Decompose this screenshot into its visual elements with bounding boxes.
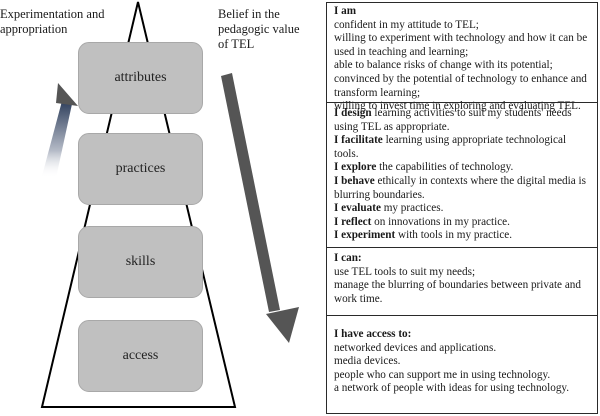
list-item: networked devices and applications. xyxy=(334,341,497,354)
level-box-practices: practices xyxy=(78,133,203,205)
list-item: I experiment with tools in my practice. xyxy=(334,229,513,242)
list-item: I behave ethically in contexts where the… xyxy=(334,174,586,187)
level-box-skills: skills xyxy=(78,226,203,298)
panel-section-access: I have access to: networked devices and … xyxy=(327,315,597,413)
list-item: confident in my attitude to TEL; xyxy=(334,18,479,31)
list-item-cont: using TEL as appropriate. xyxy=(334,120,450,133)
panel-section-skills: I can: use TEL tools to suit my needs; m… xyxy=(327,247,597,315)
level-box-attributes: attributes xyxy=(78,42,203,114)
down-arrow-icon xyxy=(221,73,299,343)
section-heading: I am xyxy=(334,5,357,17)
panel-section-attributes: I am confident in my attitude to TEL; wi… xyxy=(327,3,597,112)
description-panel: I am confident in my attitude to TEL; wi… xyxy=(326,2,598,414)
list-item: work time. xyxy=(334,292,383,305)
level-label-skills: skills xyxy=(125,254,156,269)
list-item: willing to experiment with technology an… xyxy=(334,32,588,45)
list-item: a network of people with ideas for using… xyxy=(334,382,570,395)
list-item: people who can support me in using techn… xyxy=(334,368,551,381)
experimentation-label: Experimentation and appropriation xyxy=(0,7,105,36)
section-heading: I can: xyxy=(334,252,362,264)
level-label-access: access xyxy=(122,348,159,363)
panel-section-practices: I design learning activities to suit my … xyxy=(327,102,597,247)
list-item: I design learning activities to suit my … xyxy=(334,107,572,119)
list-item: able to balance risks of change with its… xyxy=(334,59,553,72)
list-item: willing to invest time in exploring and … xyxy=(334,100,581,113)
list-item: media devices. xyxy=(334,355,401,368)
list-item: I reflect on innovations in my practice. xyxy=(334,215,510,228)
list-item: I explore the capabilities of technology… xyxy=(334,161,514,174)
list-item: I facilitate learning using appropriate … xyxy=(334,134,567,147)
level-label-attributes: attributes xyxy=(114,70,167,85)
list-item: convinced by the potential of technology… xyxy=(334,72,587,85)
belief-label: Belief in the pedagogic value of TEL xyxy=(218,7,300,51)
section-heading: I have access to: xyxy=(334,328,412,340)
list-item: manage the blurring of boundaries betwee… xyxy=(334,279,581,292)
list-item: used in teaching and learning; xyxy=(334,45,469,58)
list-item: use TEL tools to suit my needs; xyxy=(334,265,476,278)
up-arrow-icon xyxy=(42,83,78,178)
list-item: transform learning; xyxy=(334,86,421,99)
list-item-cont: tools. xyxy=(334,147,359,160)
list-item: I evaluate my practices. xyxy=(334,202,444,215)
level-box-access: access xyxy=(78,320,203,392)
level-label-practices: practices xyxy=(115,161,166,176)
list-item-cont: blurring boundaries. xyxy=(334,188,425,201)
